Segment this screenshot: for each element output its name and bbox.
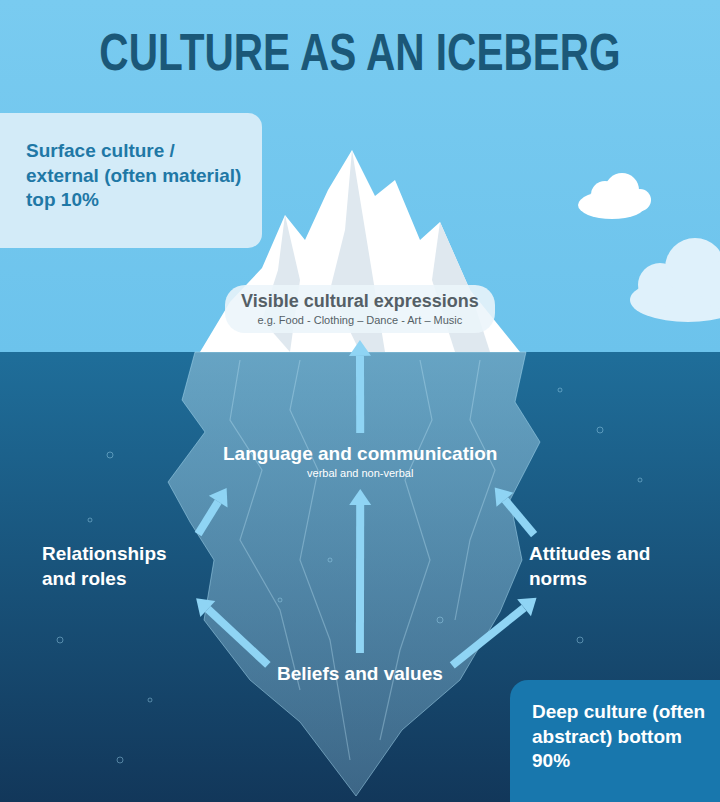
arrow-connector xyxy=(495,487,534,534)
node-heading: Beliefs and values xyxy=(277,662,443,686)
arrow-shaft xyxy=(208,609,268,665)
arrow-head xyxy=(495,487,514,506)
layer-label: Language and communicationverbal and non… xyxy=(219,440,501,482)
layer-label: Beliefs and values xyxy=(273,660,447,688)
deep-panel: Deep culture (often abstract) bottom 90% xyxy=(510,680,720,802)
node-heading: Language and communication xyxy=(223,442,497,466)
arrow-head xyxy=(349,489,371,505)
node-subtext: e.g. Food - Clothing – Dance - Art – Mus… xyxy=(241,313,479,327)
clouds xyxy=(578,173,720,322)
arrow-shaft xyxy=(356,356,364,433)
node-heading: Visible cultural expressions xyxy=(241,291,479,313)
arrow-connector xyxy=(349,340,371,433)
sea xyxy=(0,352,720,802)
iceberg-underwater xyxy=(168,352,540,796)
arrow-connector xyxy=(452,598,536,666)
arrow-connector xyxy=(196,598,268,665)
node-heading: Attitudes and norms xyxy=(529,542,691,591)
node-heading: Surface culture / external (often materi… xyxy=(26,139,244,213)
surface-panel: Surface culture / external (often materi… xyxy=(0,113,262,248)
arrow-head xyxy=(196,598,215,617)
node-heading: Deep culture (often abstract) bottom 90% xyxy=(532,700,710,774)
title: CULTURE AS AN ICEBERG xyxy=(79,22,641,82)
node-subtext: verbal and non-verbal xyxy=(223,466,497,480)
visible-pill: Visible cultural expressionse.g. Food - … xyxy=(225,285,495,333)
arrow-shaft xyxy=(452,608,524,666)
arrow-shaft xyxy=(505,500,534,535)
arrow-connector xyxy=(198,488,227,534)
arrow-head xyxy=(517,598,536,617)
layer-label: Attitudes and norms xyxy=(525,540,695,593)
sky xyxy=(0,0,720,353)
arrow-connector xyxy=(349,489,371,653)
layer-label: Relationships and roles xyxy=(38,540,208,593)
node-heading: Relationships and roles xyxy=(42,542,204,591)
arrow-shaft xyxy=(356,505,364,653)
arrow-head xyxy=(209,488,228,507)
arrow-shaft xyxy=(198,502,218,534)
arrow-head xyxy=(349,340,371,356)
